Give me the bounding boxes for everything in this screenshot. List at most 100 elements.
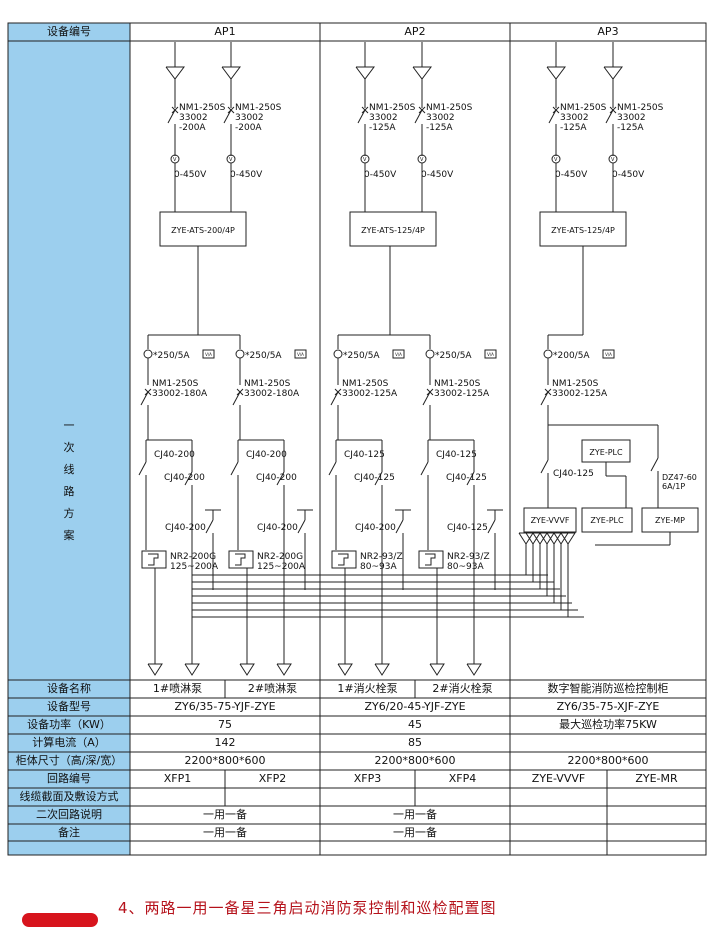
outgoing-triangle	[539, 532, 555, 545]
breaker-cross	[426, 388, 434, 396]
meter-label: V/A	[487, 352, 494, 357]
breaker-label: 33002-180A	[244, 389, 300, 399]
meter-box	[602, 349, 615, 359]
breaker-blade	[357, 109, 366, 124]
switch-blade	[420, 461, 429, 476]
cell-model: ZY6/20-45-YJF-ZYE	[364, 700, 466, 713]
breaker-label: -125A	[369, 123, 396, 133]
plc-label: ZYE-PLC	[590, 516, 624, 525]
ats-label: ZYE-ATS-200/4P	[171, 226, 235, 235]
voltmeter-label: 0-450V	[230, 170, 263, 180]
switch-blade	[374, 471, 383, 486]
outgoing-triangle	[374, 663, 390, 676]
breaker-label: 33002-125A	[552, 389, 608, 399]
vvvf-box	[523, 507, 577, 533]
breaker-blade	[232, 391, 241, 406]
side-char: 一	[63, 419, 75, 432]
breaker-blade	[540, 391, 549, 406]
cell-device-name: 1#消火栓泵	[337, 682, 398, 695]
breaker-blade	[140, 391, 149, 406]
cell-secondary: 一用一备	[393, 808, 437, 821]
side-char: 线	[63, 463, 75, 476]
contactor-label: CJ40-125	[436, 450, 477, 460]
relay-symbol	[425, 553, 436, 566]
cell-model: ZY6/35-75-YJF-ZYE	[174, 700, 276, 713]
voltmeter-glyph: V	[554, 157, 558, 163]
relay-label: NR2-200G	[257, 552, 303, 562]
switch-blade	[138, 461, 147, 476]
voltmeter-label: 0-450V	[612, 170, 645, 180]
outgoing-triangle	[276, 663, 292, 676]
table-frame	[7, 22, 707, 856]
voltmeter-glyph: V	[611, 157, 615, 163]
outgoing-triangle	[184, 663, 200, 676]
meter-label: V/A	[205, 352, 212, 357]
contactor-label: CJ40-125	[447, 523, 488, 533]
meter-label: V/A	[605, 352, 612, 357]
breaker-cross	[418, 106, 426, 114]
row-label-secondary: 二次回路说明	[36, 808, 102, 821]
cell-power: 最大巡检功率75KW	[559, 718, 657, 731]
breaker-label: NM1-250S	[560, 103, 607, 113]
ct-label: *250/5A	[435, 351, 472, 361]
breaker-label: NM1-250S	[152, 379, 199, 389]
breaker-blade	[422, 391, 431, 406]
row-label-size: 柜体尺寸（高/深/宽）	[15, 754, 123, 767]
meter-box	[202, 349, 215, 359]
relay-label: NR2-93/Z	[360, 552, 403, 562]
plc-label: ZYE-PLC	[589, 448, 623, 457]
mcb-label: DZ47-60	[662, 473, 697, 482]
breaker-cross	[609, 106, 617, 114]
outgoing-triangle	[147, 663, 163, 676]
cell-circuit: XFP4	[448, 772, 477, 785]
switch-blade	[230, 461, 239, 476]
cell-size: 2200*800*600	[567, 754, 649, 767]
incoming-triangle	[412, 66, 432, 80]
breaker-label: -200A	[179, 123, 206, 133]
mp-label: ZYE-MP	[655, 516, 685, 525]
cell-circuit: XFP3	[353, 772, 382, 785]
breaker-label: -200A	[235, 123, 262, 133]
mcb-label: 6A/1P	[662, 482, 685, 491]
primary-circuit-label: 一 次 线 路 方 案	[60, 415, 78, 547]
breaker-label: 33002	[617, 113, 646, 123]
breaker-blade	[330, 391, 339, 406]
outgoing-triangle	[525, 532, 541, 545]
voltmeter-glyph: V	[420, 157, 424, 163]
row-label-circuit: 回路编号	[47, 772, 91, 785]
switch-blade	[650, 457, 659, 472]
contactor-label: CJ40-200	[257, 523, 298, 533]
relay-label: 125~200A	[170, 562, 219, 572]
breaker-cross	[544, 388, 552, 396]
breaker-blade	[223, 109, 232, 124]
breaker-label: 33002-180A	[152, 389, 208, 399]
breaker-label: -125A	[617, 123, 644, 133]
vvvf-label: ZYE-VVVF	[531, 516, 570, 525]
header-ap1: AP1	[214, 25, 236, 38]
voltmeter-glyph: V	[363, 157, 367, 163]
switch-blade	[297, 519, 306, 534]
cell-circuit: ZYE-MR	[635, 772, 678, 785]
section-badge	[22, 913, 98, 927]
incoming-feeders: NM1-250S 33002 -200A V 0-450V NM1-250S 33002 -2…	[159, 42, 664, 247]
ct-label: *250/5A	[245, 351, 282, 361]
breaker-cross	[144, 388, 152, 396]
row-label-current: 计算电流（A）	[32, 736, 106, 749]
outgoing-triangle	[560, 532, 576, 545]
plc-mid-box	[581, 507, 633, 533]
breaker-label: 33002	[426, 113, 455, 123]
meter-label: V/A	[297, 352, 304, 357]
breaker-cross	[227, 106, 235, 114]
outgoing-triangle	[553, 532, 569, 545]
contactor-label: CJ40-200	[165, 523, 206, 533]
incoming-triangle	[221, 66, 241, 80]
cell-remarks: 一用一备	[203, 826, 247, 839]
cell-device-name: 2#喷淋泵	[247, 682, 298, 695]
breaker-label: NM1-250S	[369, 103, 416, 113]
incoming-triangle	[165, 66, 185, 80]
switch-blade	[328, 461, 337, 476]
row-label-cable: 线缆截面及敷设方式	[19, 790, 119, 803]
contactor-label: CJ40-125	[446, 473, 487, 483]
relay-label: 80~93A	[360, 562, 397, 572]
